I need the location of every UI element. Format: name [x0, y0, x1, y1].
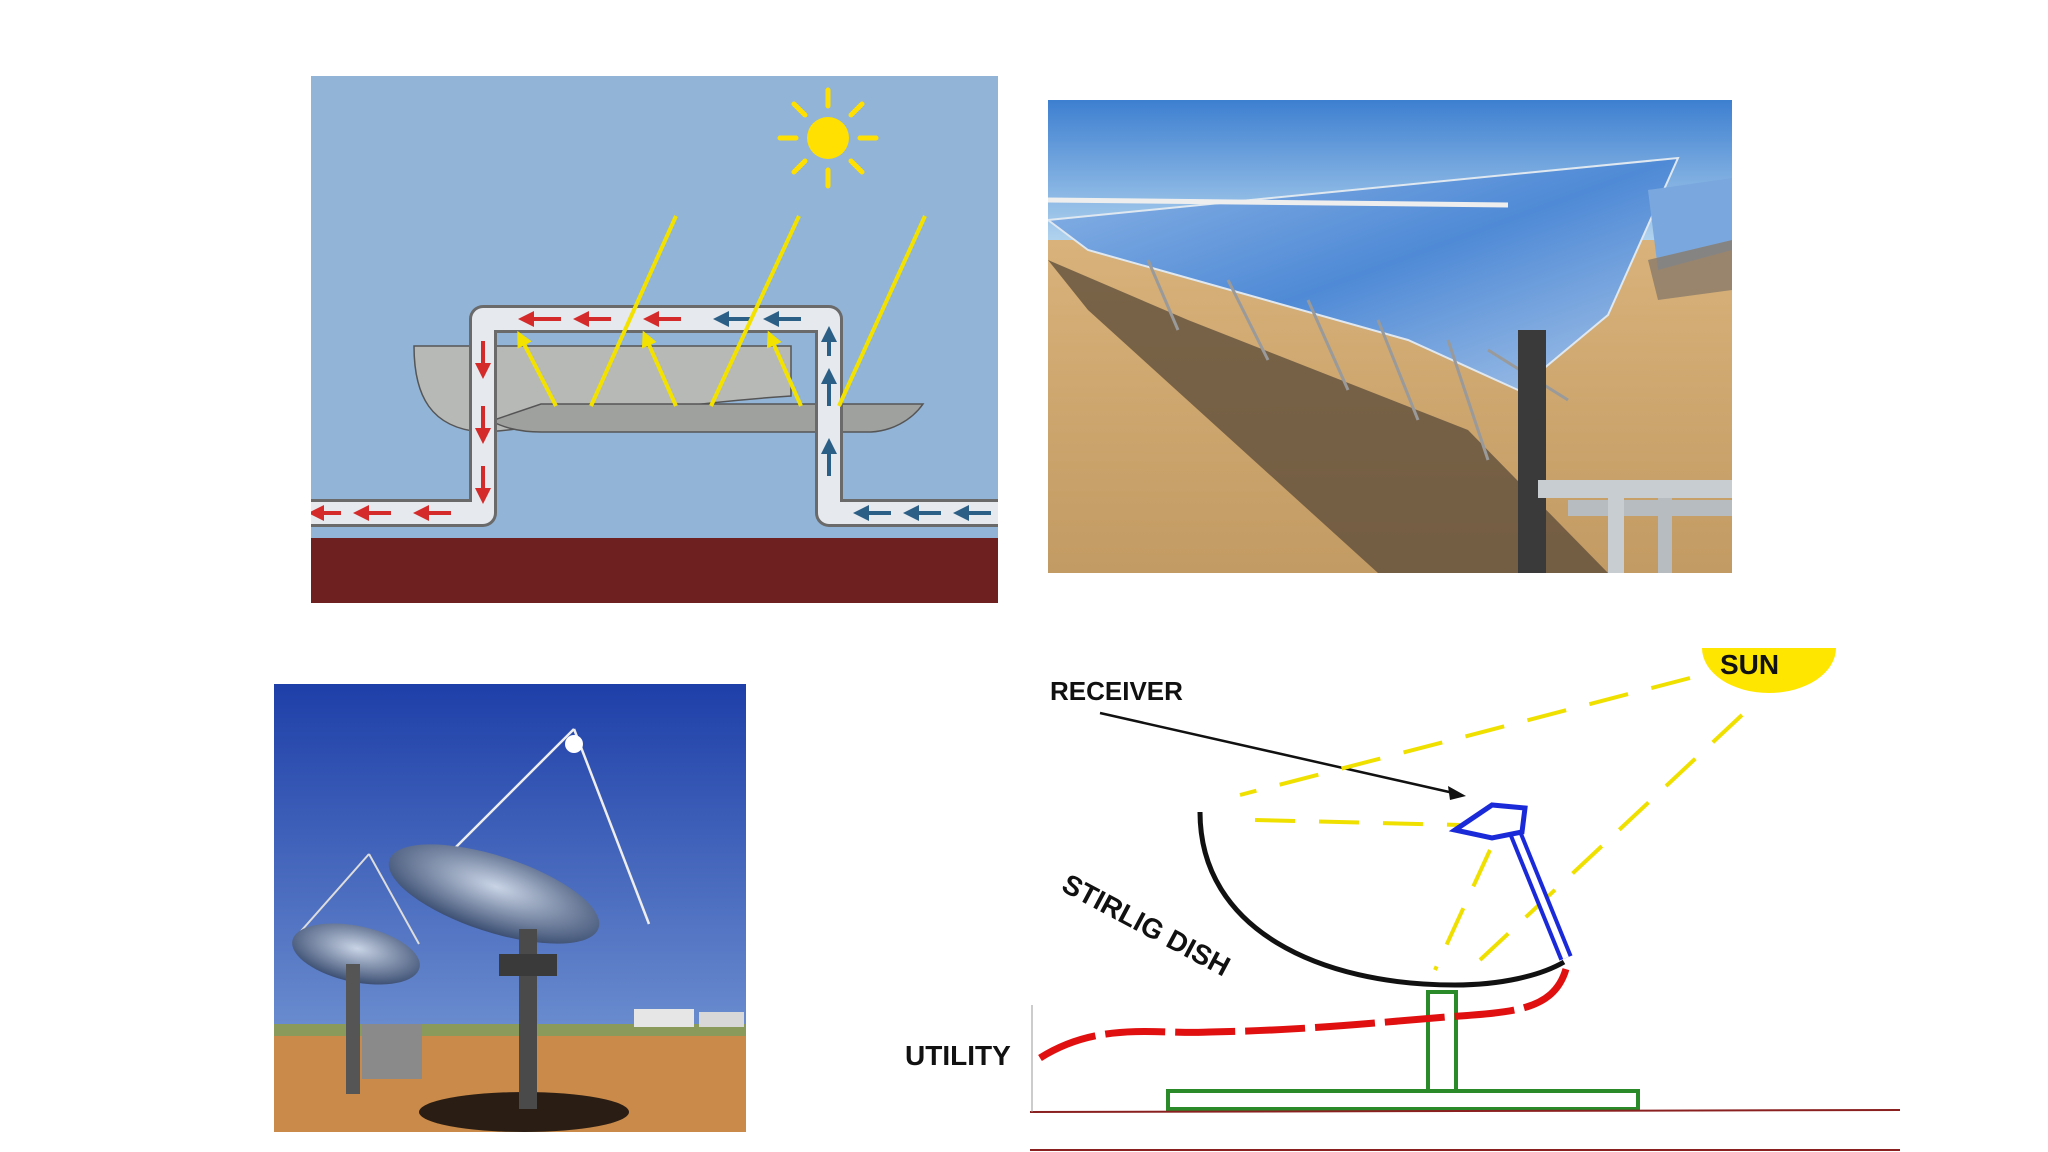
utility-cable	[1038, 959, 1572, 1061]
parabolic-trough-diagram	[311, 76, 998, 603]
receiver-pointer	[1099, 711, 1459, 796]
ground-line	[1029, 1109, 1900, 1113]
trough-mirror-back	[413, 345, 792, 433]
reflected-rays	[517, 330, 803, 407]
truss-far	[1648, 240, 1732, 300]
large-dish	[388, 728, 651, 1109]
cold-flow-arrows	[713, 311, 991, 521]
support-pylon	[1518, 330, 1546, 573]
piping	[1538, 480, 1732, 573]
parabolic-trough-photo	[1048, 100, 1732, 573]
trough-diagram-svg	[311, 76, 998, 603]
trough-photo-svg	[1048, 100, 1732, 573]
dish-shadow	[419, 1092, 629, 1132]
mirror-shadow	[1048, 260, 1608, 573]
receiver-label: RECEIVER	[1050, 676, 1183, 706]
dish-label: STIRLIG DISH	[1057, 868, 1235, 982]
sun-icon	[777, 87, 879, 189]
receiver-tube	[1048, 197, 1509, 208]
small-dish	[292, 853, 422, 1094]
dish-diagram-svg: SUN RECEIVER STIRLIG DISH UTILITY	[905, 648, 1900, 1151]
distant-buildings	[634, 1009, 744, 1027]
light-rays	[1239, 676, 1744, 971]
receiver-assembly	[1448, 802, 1573, 961]
stirling-dish-photo	[274, 684, 746, 1132]
hot-flow-arrows	[311, 311, 681, 521]
sun-label: SUN	[1720, 649, 1779, 680]
receiver-pointer-head	[1448, 786, 1466, 800]
dish-stand	[1166, 990, 1640, 1111]
dish-reflector	[1197, 811, 1566, 988]
sun-icon	[1702, 648, 1836, 693]
stirling-dish-diagram: SUN RECEIVER STIRLIG DISH UTILITY	[900, 640, 1900, 1152]
utility-label: UTILITY	[905, 1040, 1011, 1071]
trough-mirror-front	[489, 403, 925, 433]
diagram-ground	[311, 538, 998, 603]
dish-photo-svg	[274, 684, 746, 1132]
sun-rays	[589, 215, 927, 407]
